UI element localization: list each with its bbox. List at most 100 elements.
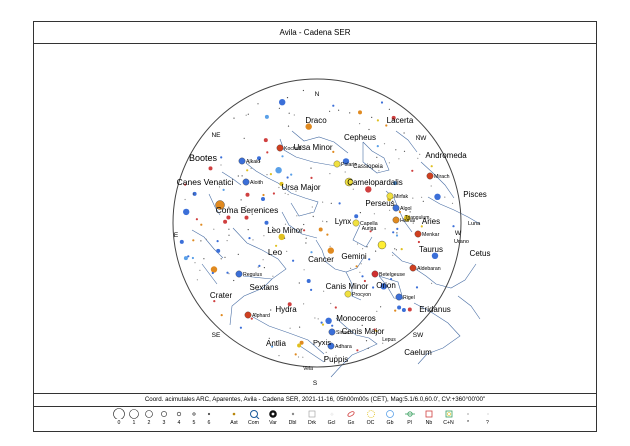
star-point <box>376 310 378 312</box>
star-point <box>309 212 311 214</box>
star-point <box>208 166 213 171</box>
star-point <box>350 267 352 269</box>
legend-object-pl: Pl <box>400 407 420 431</box>
legend-object-label: Gcl <box>327 420 336 426</box>
star-point <box>259 161 261 163</box>
star-point <box>389 209 391 211</box>
compass-ne: NE <box>211 132 221 139</box>
star-point <box>184 183 187 186</box>
star-point <box>345 138 347 140</box>
star-point <box>294 353 297 356</box>
star-point <box>407 307 412 312</box>
constellation-label-canis-minor: Canis Minor <box>326 282 369 291</box>
star-point <box>194 262 196 264</box>
star-point <box>375 329 378 332</box>
compass-n: N <box>315 91 320 98</box>
legend-magnitude-6: 6 <box>199 407 219 431</box>
star-label-mirach: Mirach <box>434 174 450 180</box>
star-point <box>329 173 331 175</box>
star-point <box>244 215 249 220</box>
star-marker-alphard <box>244 311 252 319</box>
constellation-line <box>299 345 325 363</box>
star-label-procyon: Procyon <box>352 292 371 298</box>
star-point <box>257 266 259 268</box>
legend-magnitude-label: 6 <box>207 420 211 426</box>
star-point <box>398 158 400 160</box>
constellation-label-cassiopeia: Cassiopeia <box>353 164 383 170</box>
star-label-aloith: Aloith <box>250 180 263 186</box>
star-point <box>401 308 406 312</box>
star-point <box>248 237 251 240</box>
star-point <box>262 259 264 261</box>
star-point <box>363 279 366 283</box>
star-point <box>311 206 313 208</box>
star-point <box>303 269 305 271</box>
constellation-label-antlia: Antlia <box>266 339 287 348</box>
bright-star-marker <box>344 177 354 187</box>
star-point <box>216 248 221 253</box>
star-point <box>392 283 394 285</box>
star-point <box>258 264 261 267</box>
legend-object-label: Drk <box>307 420 317 426</box>
constellation-line <box>362 141 390 174</box>
constellation-label-bootes: Bootes <box>189 153 218 163</box>
constellation-line <box>427 196 481 225</box>
constellation-label-orion: Orion <box>376 281 396 290</box>
star-marker-rigel <box>395 293 403 301</box>
star-marker-procyon <box>344 290 352 298</box>
star-point <box>376 119 379 122</box>
constellation-label-triangulum: Triangulum <box>405 215 430 221</box>
star-point <box>187 255 190 258</box>
star-point <box>250 317 253 320</box>
star-point <box>275 244 278 247</box>
star-point <box>382 342 384 344</box>
compass-sw: SW <box>413 332 424 339</box>
star-point <box>264 220 269 225</box>
legend-object-other: ? <box>478 407 498 431</box>
star-point <box>271 345 274 348</box>
star-point <box>355 265 358 268</box>
star-point <box>216 240 219 243</box>
star-point <box>360 263 362 265</box>
legend-object-nb: Nb <box>419 407 439 431</box>
magnitude-circle-icon <box>176 411 182 417</box>
legend-object-other: * <box>458 407 478 431</box>
star-point <box>298 282 300 284</box>
legend-magnitude-label: 5 <box>192 420 196 426</box>
star-marker-aldebaran <box>409 264 417 272</box>
star-point <box>335 355 337 357</box>
star-point <box>237 253 239 255</box>
legend-object-label: Dbl <box>288 420 297 426</box>
constellation-label-vela: Vela <box>303 366 313 372</box>
star-point <box>321 323 325 326</box>
gx-symbol-icon <box>347 411 355 417</box>
star-point <box>241 175 243 177</box>
legend-magnitude-1: 1 <box>124 407 144 431</box>
star-point <box>272 192 275 195</box>
star-point <box>368 128 370 131</box>
magnitude-circle-icon <box>207 412 211 416</box>
star-label-algol: Algol <box>400 206 412 212</box>
legend-object-label: Pl <box>407 420 412 426</box>
star-point <box>332 104 335 107</box>
star-marker-menkar <box>414 230 422 238</box>
star-point <box>239 326 242 329</box>
nb-symbol-icon <box>425 410 433 418</box>
star-point <box>263 138 268 143</box>
star-point <box>222 188 225 191</box>
star-point <box>403 150 406 152</box>
star-point <box>376 145 379 148</box>
star-point <box>183 208 190 216</box>
star-point <box>366 246 368 248</box>
star-point <box>269 173 272 176</box>
constellation-line <box>252 316 325 355</box>
star-point <box>325 351 327 353</box>
star-point <box>394 248 396 250</box>
constellation-line <box>413 302 461 365</box>
star-label-adhara: Adhara <box>335 344 352 350</box>
constellation-label-lepus: Lepus <box>382 337 396 343</box>
star-point <box>288 112 290 114</box>
star-point <box>247 113 249 115</box>
